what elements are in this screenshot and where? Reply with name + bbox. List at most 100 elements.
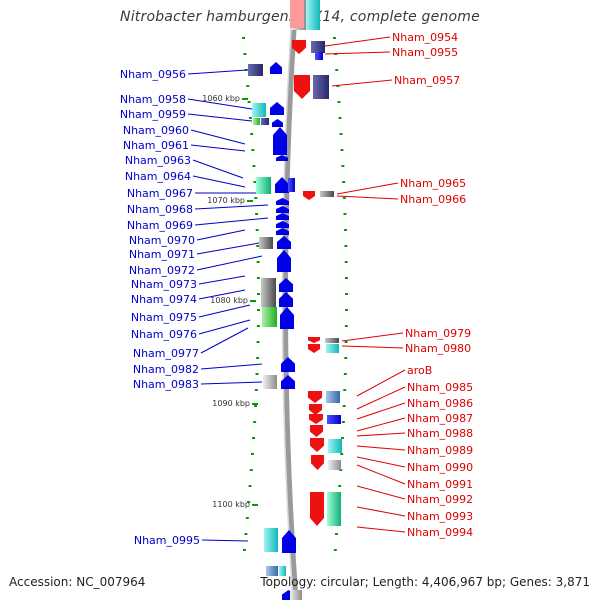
left-leader-line [192,175,246,188]
kbp-marker-label: 1070 kbp [207,196,245,205]
right-tick [344,309,348,311]
left-leader-line [196,229,246,241]
gene-box [306,0,320,30]
left-tick [253,421,257,423]
gene-box [261,118,269,125]
left-tick [247,501,251,503]
gene-arrow-forward [276,198,289,205]
left-leader-line [190,129,246,145]
gene-box [313,75,329,99]
gene-arrow-reverse [308,391,322,403]
gene-box [261,278,276,307]
kbp-marker-tick [250,300,256,302]
gene-arrow-forward [276,206,289,213]
right-leader-line [341,345,404,349]
gene-box [256,177,271,194]
gene-box [262,307,277,327]
left-gene-label: Nham_0976 [131,328,197,341]
gene-box [252,103,266,117]
left-tick [247,101,251,103]
gene-box [326,391,340,403]
left-gene-label: Nham_0963 [125,154,191,167]
right-gene-label: Nham_0966 [400,193,466,206]
left-gene-label: Nham_0973 [131,278,197,291]
gene-arrow-reverse [310,438,324,452]
left-gene-label: Nham_0983 [133,378,199,391]
gene-arrow-forward [272,119,283,127]
left-leader-line [187,98,253,110]
kbp-marker-label: 1090 kbp [212,399,250,408]
gene-arrow-forward [276,221,289,228]
left-leader-line [198,304,251,318]
gene-arrow-forward [279,292,293,307]
right-gene-label: Nham_0980 [405,342,471,355]
gene-box [311,41,325,53]
left-leader-line [200,381,263,385]
right-gene-label: Nham_0988 [407,427,473,440]
left-tick [256,325,260,327]
left-leader-line [201,539,249,542]
right-tick [343,389,347,391]
right-tick [341,437,345,439]
left-leader-line [190,144,246,152]
left-gene-label: Nham_0969 [127,219,193,232]
right-leader-line [356,432,406,437]
right-tick [344,261,348,263]
right-tick [344,293,348,295]
gene-arrow-reverse [310,425,323,437]
right-leader-line [336,182,399,195]
left-gene-label: Nham_0995 [134,534,200,547]
right-tick [335,69,339,71]
gene-arrow-forward [277,236,291,249]
left-leader-line [200,363,263,370]
right-tick [342,197,346,199]
right-gene-label: Nham_0985 [407,381,473,394]
right-gene-label: Nham_0987 [407,412,473,425]
left-gene-label: Nham_0964 [125,170,191,183]
left-tick [248,485,252,487]
right-leader-line [324,51,391,55]
right-gene-label: Nham_0993 [407,510,473,523]
left-tick [242,549,246,551]
right-tick [341,421,345,423]
right-tick [340,149,344,151]
right-leader-line [356,456,406,468]
right-leader-line [356,506,406,517]
left-leader-line [198,275,246,285]
gene-arrow-reverse [308,337,320,343]
gene-arrow-forward [276,213,289,220]
gene-box [326,344,339,353]
right-tick [339,133,343,135]
right-gene-label: Nham_0957 [394,74,460,87]
left-tick [250,453,254,455]
left-gene-label: Nham_0968 [127,203,193,216]
right-gene-label: Nham_0954 [392,31,458,44]
right-tick [344,245,348,247]
right-tick [338,485,342,487]
left-leader-line [196,242,260,255]
gene-arrow-reverse [303,191,315,200]
gene-arrow-reverse [309,414,323,424]
kbp-marker-label: 1080 kbp [210,296,248,305]
left-tick [244,533,248,535]
gene-box [266,566,278,576]
gene-arrow-forward [282,530,296,553]
gene-box [315,52,323,60]
right-tick [343,373,347,375]
left-tick [250,133,254,135]
left-gene-label: Nham_0970 [129,234,195,247]
right-tick [342,405,346,407]
right-leader-line [356,369,406,397]
right-gene-label: Nham_0992 [407,493,473,506]
right-gene-label: Nham_0990 [407,461,473,474]
left-gene-label: Nham_0971 [129,248,195,261]
right-gene-label: Nham_0989 [407,444,473,457]
right-tick [337,101,341,103]
gene-box [263,375,277,389]
right-leader-line [356,464,406,485]
right-leader-line [356,386,406,410]
right-tick [344,341,348,343]
left-leader-line [198,319,251,335]
left-gene-label: Nham_0975 [131,311,197,324]
